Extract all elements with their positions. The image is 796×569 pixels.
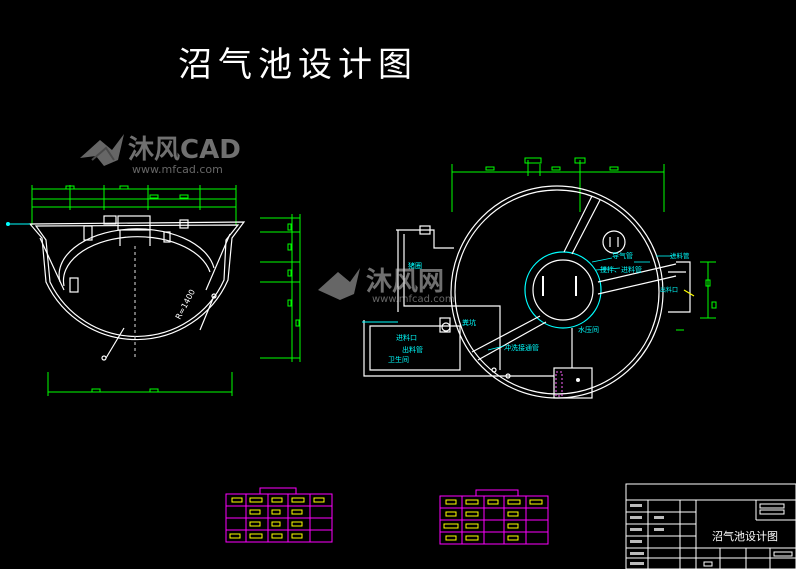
section-tank-outline xyxy=(28,215,246,361)
title-block: 沼气池设计图 xyxy=(625,483,796,569)
plan-view: 导气管 搅拌、进料管 进料管 水压间 粪坑 进料口 出料管 卫生间 冲洗接通管 … xyxy=(318,157,717,399)
label-pigpen: 猪圈 xyxy=(408,261,422,270)
plan-marker xyxy=(576,378,580,382)
center-watermark: 沐风网 www.mfcad.com xyxy=(318,267,455,305)
label-vent-pipe: 出料管 xyxy=(402,345,423,354)
plan-right-dimensions xyxy=(700,261,717,319)
label-pipe-connection: 进料口 xyxy=(396,333,417,342)
plan-leaders xyxy=(487,255,672,351)
watermark-bird-icon xyxy=(80,134,124,166)
section-pipe-end xyxy=(6,222,10,226)
label-toilet: 卫生间 xyxy=(388,355,409,364)
center-watermark-url: www.mfcad.com xyxy=(372,294,455,305)
plan-top-dimensions xyxy=(451,157,665,212)
label-gas-outlet: 导气管 xyxy=(612,251,633,260)
section-top-dimensions xyxy=(31,185,237,225)
section-dimension-note: R=1400 xyxy=(174,288,197,321)
label-connection-pipe: 冲洗接通管 xyxy=(504,343,539,352)
material-table-1 xyxy=(225,487,333,543)
label-water-pressure: 水压间 xyxy=(578,325,599,334)
drawing-title: 沼气池设计图 xyxy=(178,45,418,85)
watermark-url: www.mfcad.com xyxy=(132,163,223,176)
plan-tank xyxy=(363,185,695,399)
watermark-logo: 沐风CAD www.mfcad.com xyxy=(80,134,241,176)
label-manure-pit: 粪坑 xyxy=(462,318,476,327)
center-watermark-bird-icon xyxy=(318,268,360,300)
label-inlet-room: 进料管 xyxy=(670,251,690,260)
section-bottom-dimension xyxy=(47,372,233,396)
plan-hatch xyxy=(555,371,563,397)
title-block-row-marks xyxy=(630,504,664,565)
section-right-dimensions xyxy=(260,214,301,362)
label-inlet-pipe: 搅拌、进料管 xyxy=(600,265,642,274)
section-view: R=1400 xyxy=(6,185,301,396)
title-block-drawing-name: 沼气池设计图 xyxy=(712,529,778,543)
center-watermark-brand: 沐风网 xyxy=(366,267,444,297)
label-outlet: 出料口 xyxy=(660,286,678,294)
watermark-brand: 沐风CAD xyxy=(128,135,241,165)
material-table-2 xyxy=(439,489,549,545)
